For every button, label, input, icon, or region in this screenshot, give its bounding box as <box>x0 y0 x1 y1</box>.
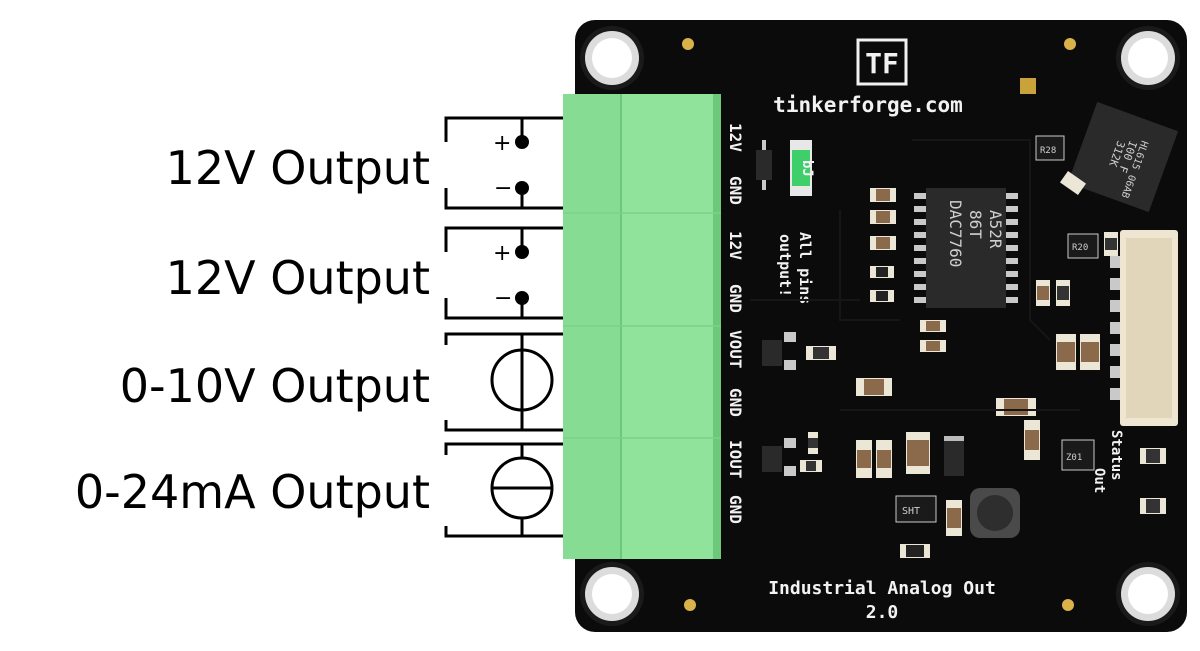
minus-sign: − <box>494 286 512 311</box>
pin-label: GND <box>726 284 745 313</box>
svg-text:bJ: bJ <box>799 160 815 177</box>
pin-label: VOUT <box>726 330 745 369</box>
pcb-traces <box>750 139 1080 411</box>
terminal-dot <box>515 245 529 259</box>
mounting-hole <box>580 562 644 626</box>
label-0-24ma-output: 0-24mA Output <box>75 465 430 519</box>
wiring-voltage-source <box>444 332 585 432</box>
mounting-hole <box>1116 562 1180 626</box>
tinkerforge-logo: TF <box>856 38 908 86</box>
svg-text:TF: TF <box>865 47 899 80</box>
terminal-dot <box>515 291 529 305</box>
pin-label: IOUT <box>726 440 745 479</box>
diode <box>944 436 964 476</box>
jst-connector <box>1110 230 1178 426</box>
regulator-chip: SHT <box>895 495 937 558</box>
terminal-dot <box>515 181 529 195</box>
label-0-10v-output: 0-10V Output <box>120 359 430 413</box>
pin-label: 12V <box>726 231 745 260</box>
dac-chip: DAC7760 86T A52R <box>914 188 1018 308</box>
mounting-hole <box>580 26 644 90</box>
fiducial-pad <box>684 599 696 611</box>
label-12v-output-2: 12V Output <box>166 251 430 305</box>
transistor-lead <box>784 466 796 476</box>
pcb-board <box>575 20 1187 632</box>
transistor-lead <box>784 332 796 342</box>
chip-lead <box>762 180 766 190</box>
terminal-block <box>563 94 721 559</box>
plus-sign: + <box>493 131 511 156</box>
pin-labels: 12V GND 12V GND VOUT GND IOUT GND <box>726 123 745 524</box>
pin-label: GND <box>726 388 745 417</box>
inductor <box>970 488 1020 538</box>
transistor <box>762 446 782 472</box>
svg-text:DAC7760: DAC7760 <box>946 200 965 267</box>
green-component: bJ <box>790 140 815 196</box>
board-version: 2.0 <box>866 602 899 623</box>
brand-url: tinkerforge.com <box>773 93 963 117</box>
note-line-2: output! <box>776 234 794 297</box>
pin-label: GND <box>726 176 745 205</box>
smd-passives <box>800 170 1166 536</box>
smd-component <box>1020 78 1036 94</box>
transistor <box>762 340 782 366</box>
small-chip <box>756 150 772 180</box>
diode-band <box>944 436 964 441</box>
transistor-lead <box>784 438 796 448</box>
transistor-lead <box>784 360 796 370</box>
mcu-chip: 312K I00 F HL615 06AB <box>1067 101 1179 213</box>
chip-lead <box>762 140 766 150</box>
svg-text:A52R: A52R <box>986 210 1005 249</box>
svg-text:R28: R28 <box>1040 146 1056 156</box>
mounting-hole <box>1116 26 1180 90</box>
wiring-current-source <box>444 442 585 538</box>
plus-sign: + <box>493 241 511 266</box>
fiducial-pad <box>682 38 694 50</box>
minus-sign: − <box>494 176 512 201</box>
status-label-out: Out <box>1091 468 1107 493</box>
fiducial-pad <box>1064 38 1076 50</box>
board-name: Industrial Analog Out <box>768 578 996 599</box>
note-line-1: All pins <box>796 232 814 304</box>
svg-text:Z01: Z01 <box>1066 453 1082 463</box>
svg-text:SHT: SHT <box>902 506 920 517</box>
svg-text:86T: 86T <box>966 210 985 239</box>
pin-label: GND <box>726 495 745 524</box>
terminal-dot <box>515 135 529 149</box>
pin-label: 12V <box>726 123 745 152</box>
wiring-12v-2 <box>444 226 585 320</box>
fiducial-pad <box>1062 599 1074 611</box>
label-12v-output-1: 12V Output <box>166 141 430 195</box>
status-label: Status <box>1108 430 1124 481</box>
svg-text:R20: R20 <box>1072 243 1088 253</box>
resistor-array: R28 R20 Z01 <box>1035 135 1099 471</box>
